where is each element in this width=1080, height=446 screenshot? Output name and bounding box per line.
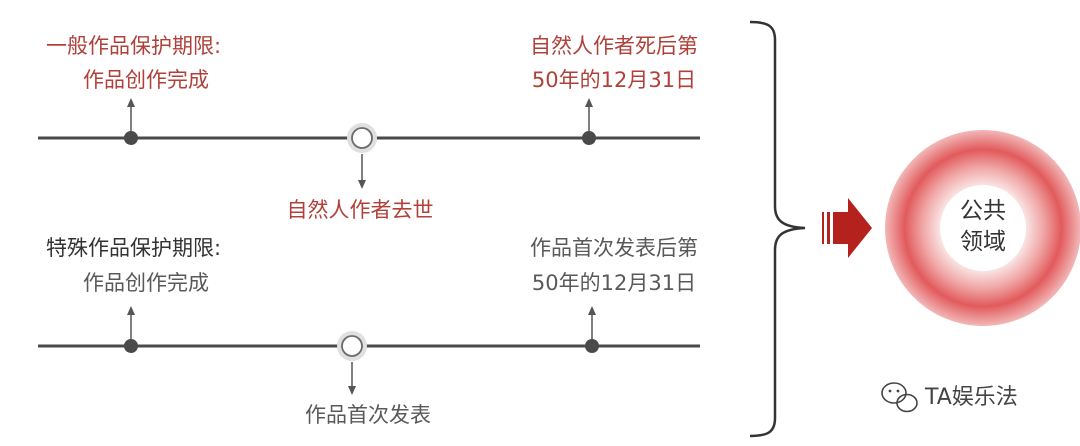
curly-brace bbox=[749, 20, 806, 438]
general-middle-arrowhead bbox=[358, 180, 366, 189]
special-middle-arrowhead bbox=[348, 386, 356, 395]
special-end-dot bbox=[585, 339, 599, 353]
special-heading: 特殊作品保护期限: bbox=[46, 236, 222, 260]
special-middle-node bbox=[341, 335, 363, 357]
watermark-text: TA娱乐法 bbox=[925, 385, 1018, 410]
general-start-dot bbox=[124, 131, 138, 145]
special-end-label-line1: 作品首次发表后第 bbox=[530, 236, 698, 260]
wechat-icon bbox=[881, 382, 918, 413]
general-end-arrowhead bbox=[585, 98, 593, 107]
special-start-arrowhead bbox=[127, 306, 135, 315]
special-end-label-line2: 50年的12月31日 bbox=[531, 271, 697, 295]
result-arrow bbox=[822, 198, 872, 258]
general-end-label-line2: 50年的12月31日 bbox=[531, 68, 697, 92]
special-middle-label: 作品首次发表 bbox=[305, 403, 431, 427]
general-end-label-line1: 自然人作者死后第 bbox=[530, 34, 698, 58]
special-start-label: 作品创作完成 bbox=[83, 271, 209, 295]
general-start-label: 作品创作完成 bbox=[83, 68, 209, 92]
special-end-arrowhead bbox=[588, 306, 596, 315]
public-domain-label-line2: 领域 bbox=[960, 229, 1006, 255]
general-heading: 一般作品保护期限: bbox=[46, 34, 222, 58]
general-middle-label: 自然人作者去世 bbox=[286, 198, 434, 222]
special-start-dot bbox=[124, 339, 138, 353]
general-middle-node bbox=[351, 127, 373, 149]
general-start-arrowhead bbox=[127, 98, 135, 107]
public-domain-core bbox=[940, 185, 1026, 271]
general-end-dot bbox=[582, 131, 596, 145]
public-domain-label-line1: 公共 bbox=[960, 198, 1006, 224]
